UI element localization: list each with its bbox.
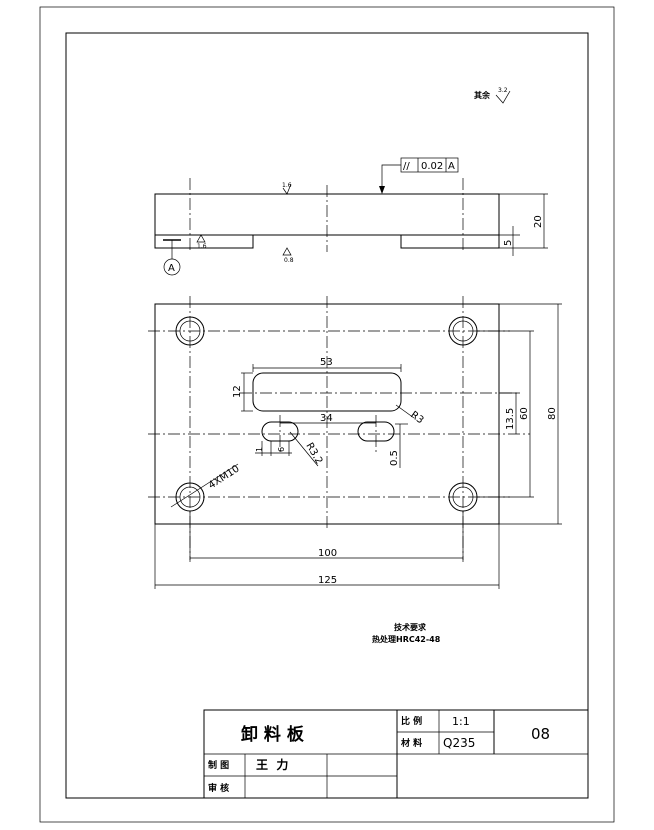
surface-note-label: 其余 bbox=[474, 90, 491, 100]
dim-slot-width: 12 bbox=[232, 385, 243, 398]
tolerance-frame: // 0.02 A bbox=[379, 157, 459, 194]
roughness-bottom-icon bbox=[282, 247, 292, 256]
roughness-symbol-icon bbox=[495, 90, 511, 104]
roughness-left-icon bbox=[196, 234, 206, 243]
parallelism-icon: // bbox=[403, 161, 410, 172]
drawing-number: 08 bbox=[531, 725, 550, 743]
dim-60: 60 bbox=[519, 407, 530, 420]
dim-100: 100 bbox=[318, 548, 337, 559]
material-value: Q235 bbox=[443, 736, 475, 750]
dim-0-5: 0.5 bbox=[389, 450, 400, 466]
part-name: 卸 料 板 bbox=[241, 724, 305, 745]
datum-label: A bbox=[168, 263, 175, 274]
title-block: 卸 料 板 比 例 1:1 材 料 Q235 08 制 图 王 力 审 核 bbox=[203, 709, 589, 799]
checked-label: 审 核 bbox=[208, 782, 229, 794]
outer-border bbox=[39, 6, 615, 823]
datum-circle bbox=[163, 258, 181, 276]
material-label: 材 料 bbox=[400, 737, 422, 749]
drawn-name: 王 力 bbox=[256, 757, 288, 772]
drawn-label: 制 图 bbox=[208, 759, 229, 771]
scale-value: 1:1 bbox=[452, 715, 470, 728]
requirements-line: 热处理HRC42-48 bbox=[372, 634, 441, 644]
scale-label: 比 例 bbox=[401, 715, 422, 727]
main-slot bbox=[252, 372, 402, 412]
dim-slot-length: 53 bbox=[320, 357, 333, 368]
dim-13-5: 13.5 bbox=[505, 408, 516, 430]
dim-125: 125 bbox=[318, 575, 337, 586]
requirements-title: 技术要求 bbox=[394, 622, 427, 632]
dim-6: 6 bbox=[277, 447, 286, 452]
dim-step: 5 bbox=[503, 240, 514, 246]
dim-inner: 34 bbox=[320, 413, 333, 424]
surface-note-roughness: 3.2 bbox=[498, 87, 508, 94]
tolerance-value: 0.02 bbox=[421, 161, 443, 172]
side-view: 1.6 1.6 0.8 A 20 5 bbox=[154, 178, 548, 276]
dim-1: 1 bbox=[255, 447, 264, 452]
plan-view: 53 12 R3 34 13.5 60 80 1 6 R3.2 bbox=[148, 296, 562, 589]
arrow-icon bbox=[379, 186, 385, 194]
dim-holes: 4XM10 bbox=[207, 463, 242, 491]
roughness-top: 1.6 bbox=[282, 182, 292, 189]
tolerance-datum: A bbox=[448, 161, 455, 172]
hole-top-left bbox=[175, 316, 205, 346]
dim-80: 80 bbox=[547, 407, 558, 420]
dim-r3-2: R3.2 bbox=[303, 441, 324, 466]
dim-height: 20 bbox=[533, 215, 544, 228]
dim-slot-radius: R3 bbox=[408, 410, 425, 427]
roughness-left: 1.6 bbox=[197, 243, 207, 250]
surface-note: 其余 3.2 bbox=[474, 87, 511, 104]
roughness-top-icon bbox=[282, 183, 292, 195]
roughness-bottom: 0.8 bbox=[284, 257, 294, 264]
